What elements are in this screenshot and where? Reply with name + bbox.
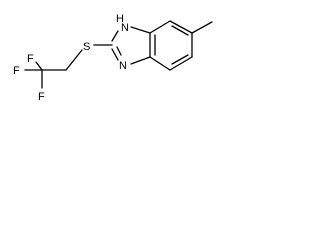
- bond-n1-c2: [111, 30, 119, 42]
- bond-c7a-n1: [130, 26, 151, 34]
- bond-ring-4-inner: [171, 54, 189, 65]
- atom-label-f-upper: F: [27, 53, 34, 65]
- atom-label-h: H: [116, 13, 124, 25]
- bond-n3-c3a: [130, 56, 151, 65]
- atom-label-f-lower: F: [38, 91, 45, 103]
- bond-c2-n3: [111, 48, 119, 61]
- atom-label-n-lower: N: [119, 60, 127, 72]
- bond-ring-4: [169, 56, 193, 71]
- bond-ring-5: [149, 56, 171, 71]
- bond-ring-2: [169, 20, 193, 34]
- benzene-ring: [149, 20, 193, 71]
- atom-label-n-upper: N: [121, 22, 129, 34]
- molecule-structure: H N N S F F F: [13, 13, 213, 103]
- bond-methyl: [191, 21, 213, 34]
- atom-label-f-left: F: [13, 65, 20, 77]
- bond-c-f-upper: [35, 61, 43, 71]
- bond-s-ch2: [65, 49, 83, 71]
- bond-ring-1: [149, 20, 171, 34]
- imidazole-ring: [111, 26, 151, 65]
- thioether-chain: [24, 44, 113, 89]
- bond-ring-2-inner: [171, 25, 189, 36]
- bond-c2-n3-double: [116, 46, 122, 56]
- atom-label-s: S: [83, 41, 90, 53]
